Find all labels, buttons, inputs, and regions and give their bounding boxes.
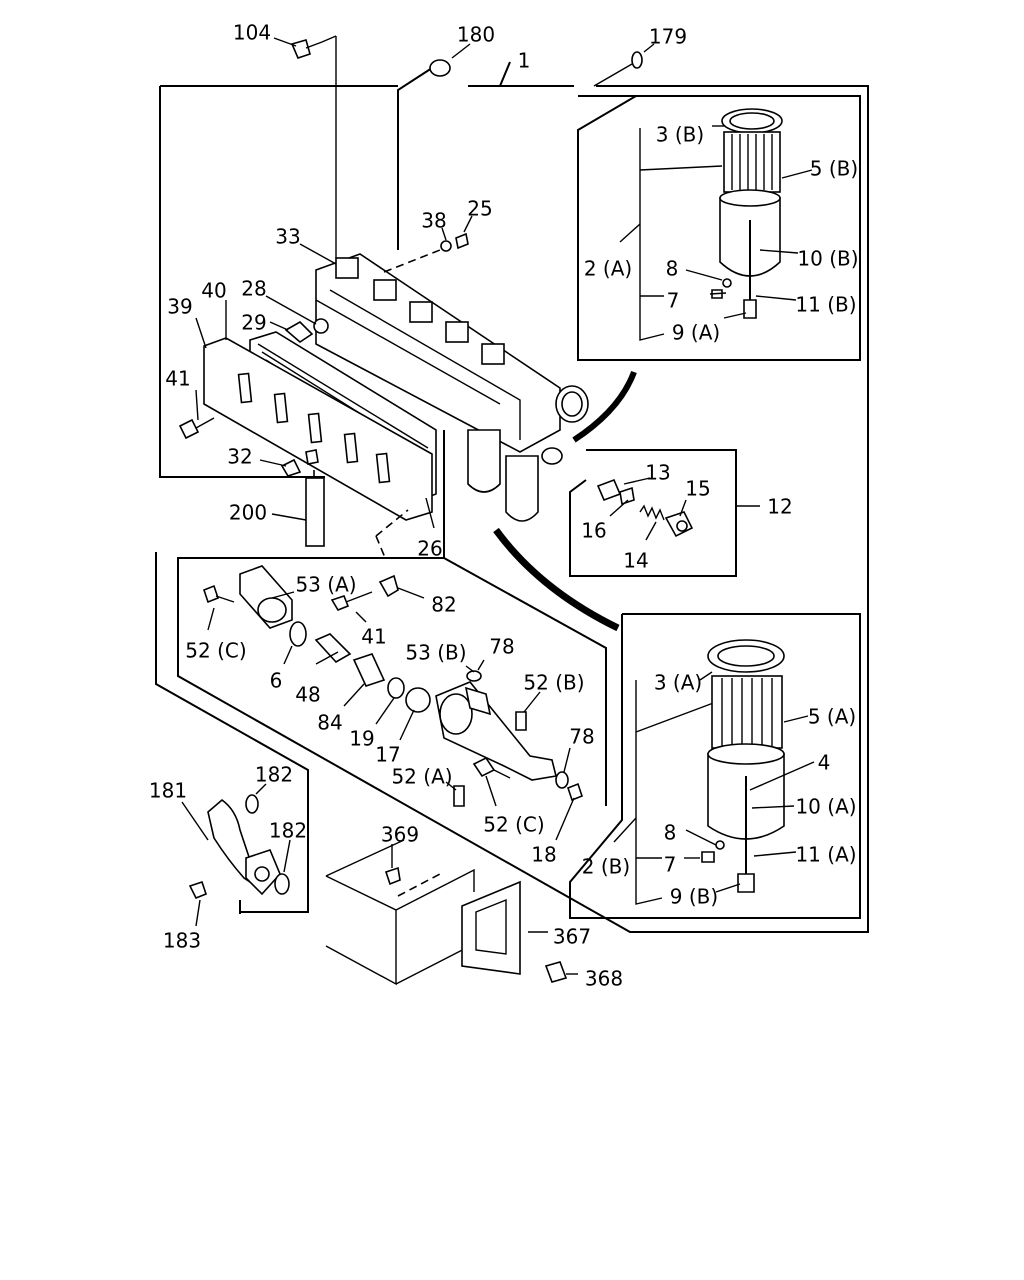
callout-label-c369: 369 [381,823,419,847]
callout-label-c13: 13 [645,461,670,485]
callout-label-c3b: 3 (B) [656,123,704,147]
callout-label-c38: 38 [421,209,446,233]
callout-label-c26: 26 [417,537,442,561]
callout-label-c5a: 5 (A) [808,705,856,729]
callout-label-c33: 33 [275,225,300,249]
callout-label-c368: 368 [585,967,623,991]
callout-label-c17: 17 [375,743,400,767]
connector-arc-upper [572,370,637,443]
callout-label-c7b: 7 [664,853,677,877]
cover-plate [203,337,433,521]
callout-label-c25: 25 [467,197,492,221]
callout-label-c180: 180 [457,23,495,47]
callout-label-c183: 183 [163,929,201,953]
callout-label-c11b: 11 (B) [795,293,856,317]
callout-label-c181: 181 [149,779,187,803]
callout-label-c52b: 52 (B) [523,671,584,695]
callout-label-c10b: 10 (B) [797,247,858,271]
callout-label-c40: 40 [201,279,226,303]
callout-label-c78b: 78 [569,725,594,749]
callout-label-c39: 39 [167,295,192,319]
filter-a-box [569,613,861,919]
callout-label-c1: 1 [518,49,531,73]
callout-label-c52c2: 52 (C) [483,813,544,837]
callout-label-c12: 12 [767,495,792,519]
connector-arc-lower [493,527,620,632]
callout-label-c9a: 9 (A) [672,321,720,345]
callout-label-c2b: 2 (B) [582,855,630,879]
callout-label-c8a: 8 [666,257,679,281]
callout-label-c28: 28 [241,277,266,301]
callout-label-c16: 16 [581,519,606,543]
callout-label-c29: 29 [241,311,266,335]
callout-label-c41b: 41 [361,625,386,649]
callout-label-c78a: 78 [489,635,514,659]
callout-label-c15: 15 [685,477,710,501]
callout-label-c11a: 11 (A) [795,843,856,867]
callout-label-c182a: 182 [255,763,293,787]
callout-label-c179: 179 [649,25,687,49]
callout-label-c19: 19 [349,727,374,751]
filter-a-body [701,639,785,893]
filter-b-body [711,108,783,319]
callout-label-c18: 18 [531,843,556,867]
callout-label-c53a: 53 (A) [295,573,356,597]
callout-label-c367: 367 [553,925,591,949]
callout-label-c9b: 9 (B) [670,885,718,909]
elbow-pipe [181,783,291,927]
callout-label-c8b: 8 [664,821,677,845]
callout-label-c48: 48 [295,683,320,707]
lower-assembly-outline [155,552,309,914]
main-assembly-outline [159,61,869,933]
callout-label-c200: 200 [229,501,267,525]
callout-label-c82: 82 [431,593,456,617]
callout-label-c182b: 182 [269,819,307,843]
callout-labels: 104 180 179 1 3 (B) 5 (B) 38 25 33 2 (A) 8 10 (B) 28… [149,21,859,991]
upper-fasteners [178,35,655,561]
callout-label-c6: 6 [270,669,283,693]
callout-label-c2a: 2 (A) [584,257,632,281]
callout-label-c32: 32 [227,445,252,469]
callout-label-c52a: 52 (A) [391,765,452,789]
callout-label-c84: 84 [317,711,342,735]
callout-label-c5b: 5 (B) [810,157,858,181]
callout-label-c41a: 41 [165,367,190,391]
callout-label-c104: 104 [233,21,271,45]
callout-label-c3a: 3 (A) [654,671,702,695]
valve-box [569,449,760,577]
callout-label-c52c1: 52 (C) [185,639,246,663]
callout-label-c14: 14 [623,549,648,573]
manifold-housing [315,249,589,522]
callout-label-c7a: 7 [667,289,680,313]
bracket-block [325,839,578,986]
callout-label-c53b: 53 (B) [405,641,466,665]
filter-b-box [577,95,861,361]
callout-label-c10a: 10 (A) [795,795,856,819]
callout-label-c4: 4 [818,751,831,775]
lower-pipe-parts [203,565,583,841]
